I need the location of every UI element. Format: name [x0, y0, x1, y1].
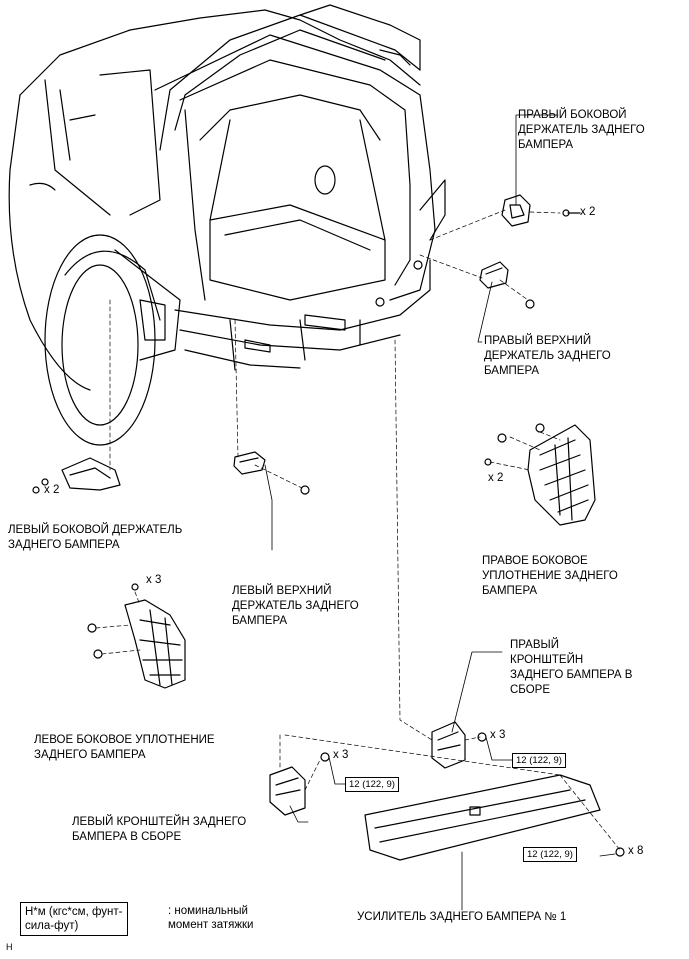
right-side-retainer-qty: x 2 [580, 206, 596, 218]
right-side-retainer-part [501, 194, 581, 227]
right-bracket-label: ПРАВЫЙ КРОНШТЕЙН ЗАДНЕГО БАМПЕРА В СБОРЕ [510, 639, 633, 696]
torque-legend-description: : номинальный момент затяжки [168, 905, 254, 931]
left-bracket-label: ЛЕВЫЙ КРОНШТЕЙН ЗАДНЕГО БАМПЕРА В СБОРЕ [72, 816, 247, 843]
corner-mark: H [6, 942, 13, 952]
left-side-retainer-qty: x 2 [44, 484, 60, 496]
left-side-seal-label: ЛЕВОЕ БОКОВОЕ УПЛОТНЕНИЕ ЗАДНЕГО БАМПЕРА [34, 734, 215, 761]
left-bracket-qty: x 3 [333, 749, 349, 761]
right-seal-qty: x 2 [488, 472, 504, 484]
right-side-seal-part [484, 423, 596, 526]
leader-lines [264, 114, 559, 911]
reinforcement-torque: 12 (122, 9) [523, 847, 577, 862]
car-body [8, 4, 446, 446]
left-side-retainer-part [32, 457, 121, 494]
torque-leaders [328, 736, 616, 857]
right-side-retainer-label: ПРАВЫЙ БОКОВОЙ ДЕРЖАТЕЛЬ ЗАДНЕГО БАМПЕРА [518, 109, 645, 151]
left-side-retainer-label: ЛЕВЫЙ БОКОВОЙ ДЕРЖАТЕЛЬ ЗАДНЕГО БАМПЕРА [8, 524, 183, 551]
left-seal-qty: x 3 [146, 574, 162, 586]
left-side-seal-part [87, 583, 186, 689]
torque-units-legend: Н*м (кгс*см, фунт- сила-фут) [20, 902, 128, 936]
right-bracket-qty: x 3 [490, 729, 506, 741]
reinforcement-label: УСИЛИТЕЛЬ ЗАДНЕГО БАМПЕРА № 1 [357, 911, 567, 923]
reinforcement-qty: x 8 [628, 845, 644, 857]
left-upper-retainer-part [233, 451, 310, 495]
left-bracket-part [269, 752, 330, 816]
dashed-guides [95, 209, 621, 851]
right-bracket-part [431, 721, 487, 769]
right-upper-retainer-label: ПРАВЫЙ ВЕРХНИЙ ДЕРЖАТЕЛЬ ЗАДНЕГО БАМПЕРА [484, 335, 611, 377]
right-side-seal-label: ПРАВОЕ БОКОВОЕ УПЛОТНЕНИЕ ЗАДНЕГО БАМПЕР… [482, 555, 618, 597]
right-upper-retainer-part [479, 261, 535, 309]
reinforcement-part [364, 774, 625, 861]
left-upper-retainer-label: ЛЕВЫЙ ВЕРХНИЙ ДЕРЖАТЕЛЬ ЗАДНЕГО БАМПЕРА [232, 585, 359, 627]
left-bracket-torque: 12 (122, 9) [345, 777, 399, 792]
right-bracket-torque: 12 (122, 9) [512, 753, 566, 768]
